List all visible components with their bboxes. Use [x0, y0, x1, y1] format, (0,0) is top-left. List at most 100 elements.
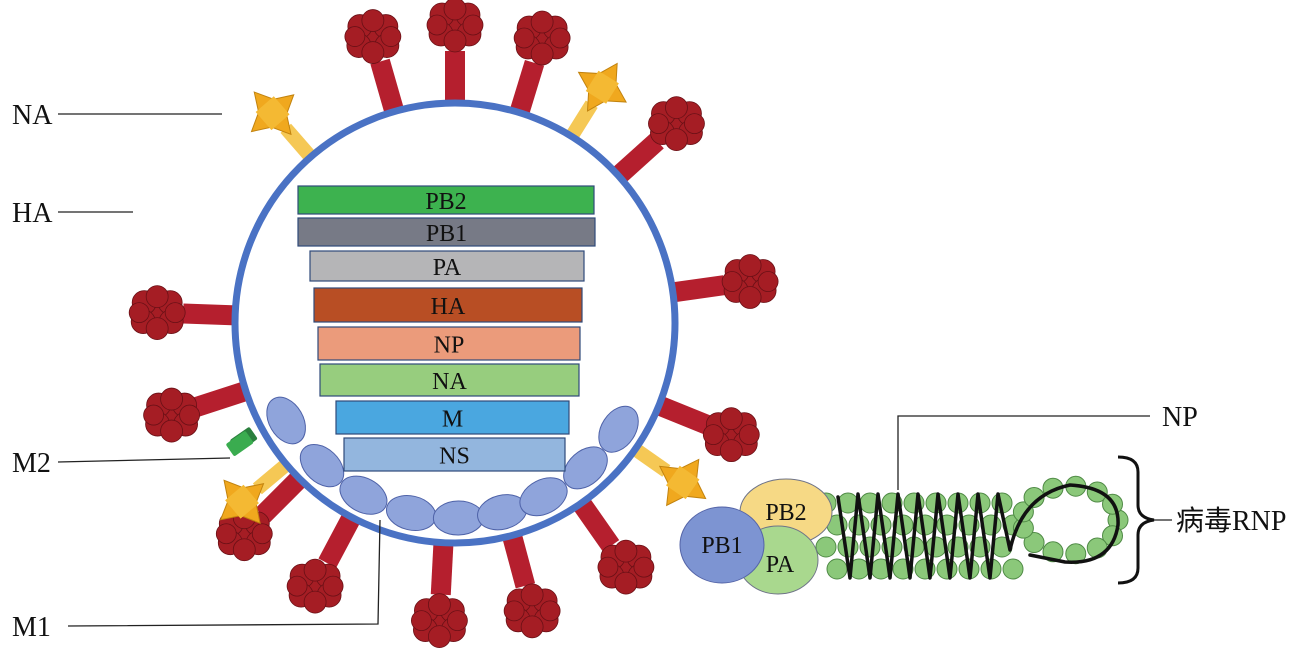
segment-np: NP	[317, 326, 581, 361]
m1-protein	[563, 446, 608, 490]
na-head	[250, 91, 295, 136]
m1-protein	[598, 405, 639, 453]
ha-head	[648, 96, 705, 151]
na-callout-label: NA	[12, 100, 53, 131]
rna-helix-strand	[836, 483, 1120, 580]
segment-label: HA	[431, 294, 466, 320]
na-head	[658, 458, 707, 507]
segment-pa: PA	[309, 250, 585, 282]
m2-channel-front	[226, 431, 254, 456]
segment-m: M	[335, 400, 570, 435]
np-bead	[1023, 532, 1045, 554]
segment-bar	[335, 400, 570, 435]
ha-head	[411, 593, 468, 648]
ha-head	[513, 10, 571, 66]
ha-stalk	[193, 380, 253, 417]
segment-label: NS	[439, 444, 470, 470]
segment-pb2: PB2	[297, 185, 595, 215]
m2-callout-label: M2	[12, 448, 51, 479]
m2-ion-channel	[226, 427, 258, 456]
viral-envelope	[231, 99, 679, 547]
leader-lines	[57, 113, 1172, 627]
ha-stalk	[501, 529, 536, 589]
np-callout-label: NP	[1162, 402, 1198, 433]
segment-label: PA	[433, 255, 462, 281]
ha-spike	[570, 494, 655, 595]
na-head	[577, 62, 627, 112]
m1-protein	[432, 500, 484, 536]
ha-callout-label: HA	[12, 198, 53, 229]
np-bead	[815, 536, 837, 558]
ha-head	[702, 407, 760, 463]
m1-matrix-layer	[266, 396, 639, 536]
ha-spike	[426, 0, 484, 107]
m2-leader-line	[57, 457, 231, 463]
pa-label: PA	[766, 552, 795, 578]
ha-head	[143, 387, 200, 443]
segment-bar	[319, 363, 580, 397]
segment-bar	[313, 287, 583, 323]
rnp-callout-label: 病毒RNP	[1176, 505, 1286, 537]
np-bead	[826, 558, 848, 580]
ha-stalk	[667, 275, 726, 303]
ha-stalk	[570, 494, 620, 552]
m1-leader-line	[67, 519, 381, 627]
segment-label: M	[442, 407, 463, 433]
segment-ns: NS	[343, 437, 566, 472]
viral-rnp: PB2 PA PB1	[679, 455, 1155, 595]
m1-protein	[299, 444, 345, 488]
segment-label: PB1	[426, 221, 467, 247]
na-spike	[250, 91, 319, 165]
na-spike	[563, 62, 627, 144]
segment-na: NA	[319, 363, 580, 397]
surface-spikes	[128, 0, 779, 648]
np-bead	[1023, 486, 1045, 508]
ha-stalk	[651, 394, 711, 435]
ha-head	[128, 285, 186, 340]
ha-head	[597, 539, 655, 595]
m1-protein	[266, 396, 306, 445]
np-bead	[848, 514, 870, 536]
ha-spike	[286, 509, 363, 614]
ha-spike	[411, 538, 468, 648]
np-leader-line	[897, 415, 1150, 490]
m1-protein	[519, 477, 568, 517]
ha-stalk	[430, 538, 454, 596]
ha-spike	[651, 394, 760, 463]
ha-spike	[608, 96, 705, 186]
segment-bar	[317, 326, 581, 361]
ha-stalk	[255, 468, 310, 523]
pb1-protein	[679, 506, 765, 584]
m1-protein	[339, 475, 388, 515]
np-bead	[1042, 541, 1064, 563]
pb2-label: PB2	[765, 500, 806, 526]
ha-spike	[344, 9, 406, 119]
np-bead	[1002, 558, 1024, 580]
ha-stalk	[370, 58, 406, 119]
ha-head	[286, 558, 344, 614]
ha-spike	[501, 529, 561, 639]
segment-label: PB2	[425, 189, 466, 215]
ha-head	[721, 254, 779, 309]
segment-bar	[297, 217, 596, 247]
ha-spike	[143, 380, 253, 443]
segment-bar	[343, 437, 566, 472]
segment-bar	[297, 185, 595, 215]
ha-spike	[508, 10, 571, 120]
segment-pb1: PB1	[297, 217, 596, 247]
segment-ha: HA	[313, 287, 583, 323]
ha-head	[426, 0, 484, 53]
segment-label: NP	[434, 333, 465, 359]
ha-spike	[128, 285, 240, 340]
ha-stalk	[318, 509, 363, 568]
m1-callout-label: M1	[12, 612, 51, 643]
segment-bar	[309, 250, 585, 282]
ha-stalk	[182, 303, 240, 326]
ha-head	[503, 583, 561, 639]
ha-head	[344, 9, 402, 64]
na-head	[219, 479, 265, 524]
pb1-label: PB1	[701, 533, 742, 559]
